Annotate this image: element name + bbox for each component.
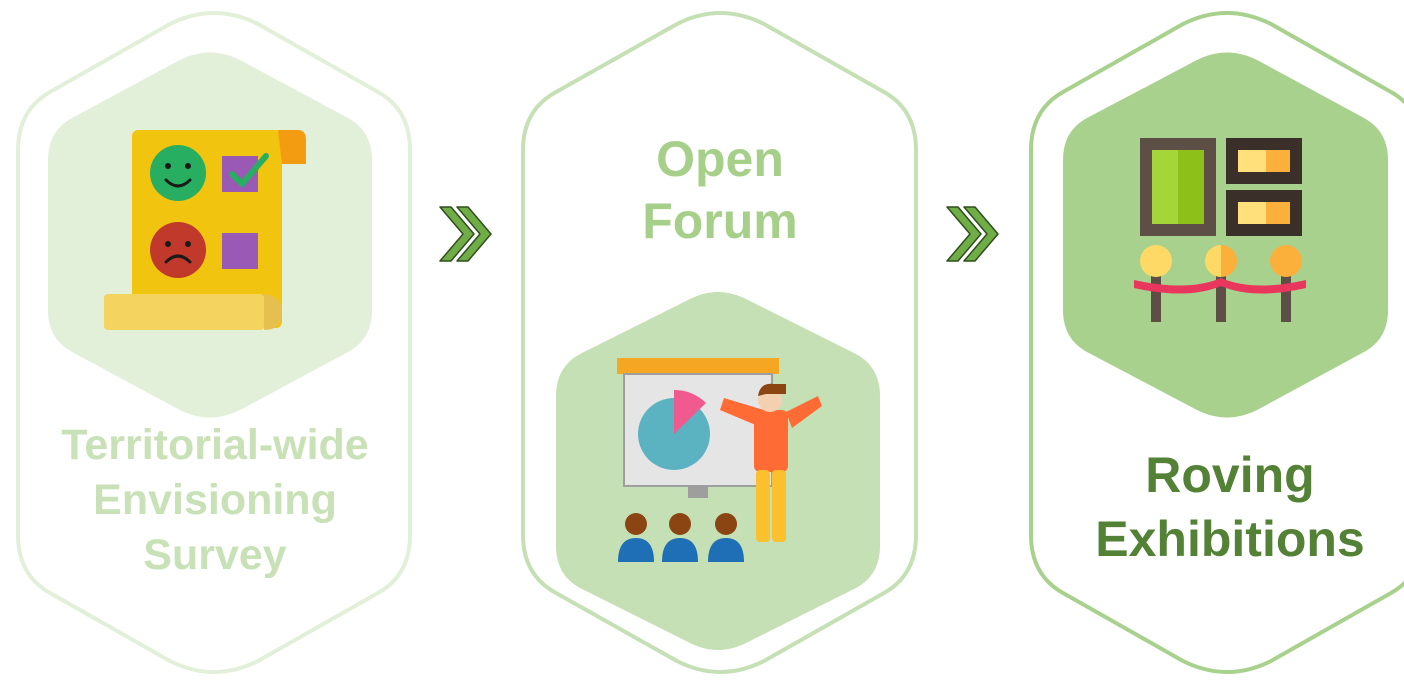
stage-3-label: Roving Exhibitions <box>1050 443 1404 571</box>
stage-3-label-line: Exhibitions <box>1095 511 1365 567</box>
stage-3-outline <box>1029 11 1404 674</box>
double-chevron-icon <box>439 206 492 262</box>
stage-2-label: Open Forum <box>540 128 900 252</box>
stage-2-label-line: Open <box>656 131 784 187</box>
stage-1-label-line: Envisioning <box>93 476 337 524</box>
stage-1-label-line: Territorial-wide <box>61 421 369 469</box>
double-chevron-icon <box>946 206 999 262</box>
stage-2-label-line: Forum <box>642 193 798 249</box>
stage-1-label-line: Survey <box>143 531 287 579</box>
stage-1-outline <box>16 11 412 674</box>
stage-3-inner-hexagon <box>1063 52 1388 418</box>
survey-scroll-icon <box>104 130 306 330</box>
presentation-icon <box>617 358 822 562</box>
stage-3-label-line: Roving <box>1145 447 1315 503</box>
exhibition-icon <box>1134 138 1306 322</box>
stage-1-label: Territorial-wide Envisioning Survey <box>20 418 410 583</box>
stage-2-outline <box>521 11 918 674</box>
